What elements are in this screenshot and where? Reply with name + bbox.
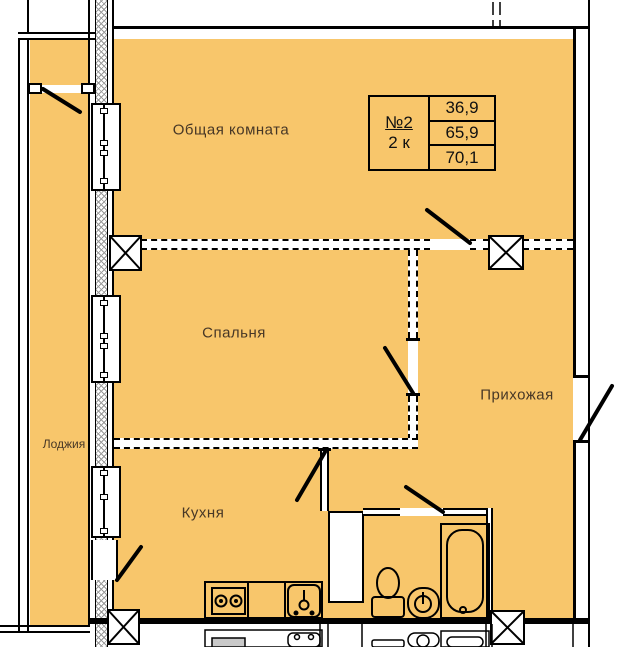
partition-common-left [141, 239, 430, 250]
right-wall-inner-lower [573, 440, 576, 618]
area-value-2: 65,9 [430, 119, 494, 145]
loggia-divider-cap-left [28, 83, 42, 94]
loggia-divider-cap-right [81, 83, 95, 94]
loggia-floor [30, 38, 88, 625]
loggia-glazing-outer [18, 33, 20, 632]
apartment-number: №2 [385, 112, 413, 132]
loggia-divider-opening [42, 85, 81, 93]
window-common-room [91, 103, 121, 191]
window-bedroom-frame-line [103, 297, 105, 381]
right-wall-inner-upper [573, 26, 576, 378]
kitchen-door-jamb [318, 448, 331, 451]
loggia-glazing-inner [27, 0, 29, 632]
loggia-top-wall [18, 32, 95, 40]
bedroom-door-opening [408, 341, 418, 393]
bathroom-right-wall [486, 508, 493, 618]
bathroom-door-opening [400, 508, 443, 516]
bathroom-top-wall-right [443, 508, 492, 516]
window-bedroom-tick-2 [100, 333, 108, 339]
room-label-loggia: Лоджия [42, 437, 86, 451]
kitchen-door-opening [320, 449, 329, 511]
bottom-wall [88, 618, 590, 624]
window-bedroom [91, 295, 121, 383]
entrance-jamb-bottom [573, 440, 590, 443]
partition-common-right [523, 239, 573, 250]
top-wall [112, 26, 590, 29]
window-kitchen [91, 466, 121, 538]
window-common-tick-2 [100, 140, 108, 146]
window-kitchen-tick-2 [100, 494, 108, 500]
window-bedroom-tick-4 [100, 372, 108, 378]
room-label-bedroom: Спальня [202, 324, 266, 342]
bedroom-door-jamb-top [406, 338, 420, 341]
loggia-door-opening [91, 540, 118, 580]
top-wall-ticks [492, 2, 501, 26]
partition-bedroom-lower [408, 396, 418, 440]
loggia-room-wall-line [88, 0, 90, 625]
info-table: №2 2 к 36,9 65,9 70,1 [368, 95, 496, 171]
room-label-hallway: Прихожая [480, 386, 554, 404]
window-common-tick-1 [100, 108, 108, 114]
loggia-bottom-line-2 [0, 631, 90, 633]
entrance-jamb-top [573, 375, 590, 378]
area-value-1: 36,9 [445, 98, 479, 118]
entrance-door-leaf [578, 384, 614, 442]
room-label-common: Общая комната [172, 121, 290, 139]
room-label-kitchen: Кухня [181, 504, 225, 522]
window-kitchen-frame-line [103, 468, 105, 536]
partition-kitchen-top [114, 438, 418, 449]
window-common-frame-line [103, 105, 105, 189]
partition-common-mid [470, 239, 489, 250]
apartment-below-fragment [204, 624, 574, 647]
window-common-tick-4 [100, 178, 108, 184]
window-common-tick-3 [100, 150, 108, 156]
window-kitchen-tick-1 [100, 470, 108, 476]
partition-bedroom-upper [408, 250, 418, 338]
vent-shaft [328, 511, 364, 603]
area-value-3: 70,1 [430, 144, 494, 169]
partition-common-door-opening [430, 239, 470, 250]
apartment-type: 2 к [388, 133, 410, 152]
window-bedroom-tick-3 [100, 343, 108, 349]
window-bedroom-tick-1 [100, 300, 108, 306]
window-kitchen-tick-3 [100, 528, 108, 534]
right-wall-outer [588, 0, 590, 647]
bathroom-top-wall-left [363, 508, 400, 516]
loggia-bottom-line-1 [0, 625, 90, 627]
